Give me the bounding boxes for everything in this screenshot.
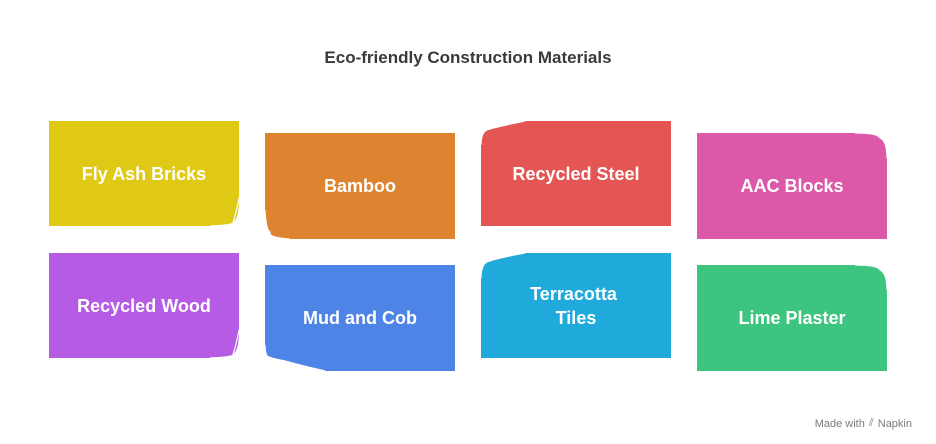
card-mud-and-cob: Mud and Cob (264, 265, 455, 372)
card-shape (265, 133, 455, 239)
card-label: Lime Plaster (738, 308, 845, 328)
napkin-brand: Napkin (877, 417, 912, 430)
card-curl (854, 132, 888, 159)
card-aac-blocks: AAC Blocks (697, 132, 888, 239)
card-recycled-wood: Recycled Wood (49, 253, 240, 359)
card-label: Recycled Steel (512, 164, 639, 184)
footer-attribution[interactable]: Made with ⫽ Napkin (815, 417, 912, 430)
card-shape (697, 133, 887, 239)
page-title: Eco-friendly Construction Materials (324, 48, 612, 67)
card-lime-plaster: Lime Plaster (697, 264, 888, 371)
card-curl (854, 264, 888, 291)
card-label: Bamboo (324, 176, 396, 196)
card-shape (49, 121, 239, 226)
card-shape (697, 265, 887, 371)
card-fly-ash-bricks: Fly Ash Bricks (49, 121, 240, 227)
card-shape (481, 121, 671, 226)
card-shape (481, 253, 671, 358)
made-with-label: Made with (814, 417, 865, 430)
card-label: Recycled Wood (77, 296, 211, 316)
card-curl (480, 252, 526, 279)
card-curl (209, 197, 240, 227)
card-curl (264, 344, 326, 372)
card-label-line-1: Terracotta (530, 284, 618, 304)
card-terracotta-tiles: Terracotta Tiles (480, 252, 671, 358)
card-shape (49, 253, 239, 358)
card-shape (265, 265, 455, 371)
card-curl (209, 329, 240, 359)
card-recycled-steel: Recycled Steel (480, 120, 671, 226)
card-curl (264, 209, 291, 240)
card-label: Fly Ash Bricks (82, 164, 206, 184)
card-bamboo: Bamboo (264, 133, 455, 240)
card-label: Terracotta Tiles (530, 284, 622, 328)
card-curl (480, 120, 526, 146)
card-label: AAC Blocks (740, 176, 843, 196)
napkin-icon: ⫽ (868, 417, 874, 429)
card-label: Mud and Cob (303, 308, 417, 328)
card-label-line-2: Tiles (556, 308, 597, 328)
